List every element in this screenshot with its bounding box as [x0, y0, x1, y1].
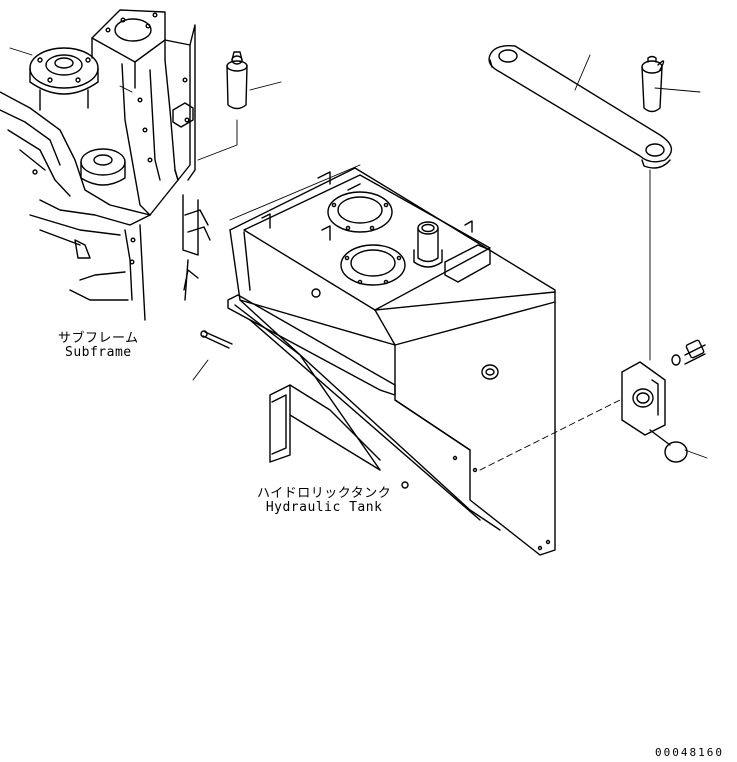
ring-pin — [649, 429, 688, 463]
drawing-code: 00048160 — [655, 746, 724, 759]
subframe-label-jp: サブフレーム — [58, 331, 139, 346]
pin-part-2 — [200, 330, 233, 349]
subframe-label-en: Subframe — [65, 345, 132, 360]
hydraulic-tank-drawing — [227, 167, 621, 556]
pin-part-3 — [641, 55, 665, 113]
subframe-label: サブフレーム Subframe — [58, 332, 139, 360]
hydraulic-tank-label-en: Hydraulic Tank — [265, 500, 383, 515]
pin-part-1 — [226, 51, 248, 110]
hydraulic-tank-label-jp: ハイドロリックタンク — [257, 486, 392, 501]
link-bar — [488, 45, 673, 169]
hydraulic-tank-label: ハイドロリックタンク Hydraulic Tank — [257, 487, 391, 515]
subframe-drawing — [0, 9, 211, 321]
leader-lines — [9, 47, 708, 459]
side-bracket — [621, 361, 666, 436]
bolt-and-washer — [671, 339, 706, 366]
